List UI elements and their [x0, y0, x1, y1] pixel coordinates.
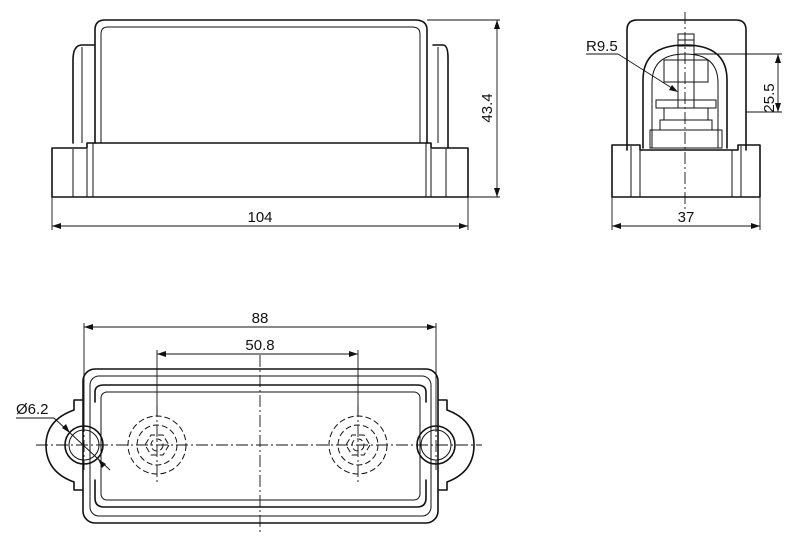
top-view: 88 50.8 Ø6.2: [16, 310, 482, 535]
mount-pitch-label: 88: [252, 310, 269, 327]
side-height-label: 25.5: [761, 83, 778, 112]
side-width-label: 37: [678, 209, 695, 226]
front-height-label: 43.4: [479, 93, 496, 122]
stud-pitch-label: 50.8: [245, 337, 274, 354]
front-view: 43.4 104: [51, 19, 500, 230]
hole-diameter-label: Ø6.2: [16, 401, 49, 418]
side-view: R9.5 25.5 37: [586, 12, 782, 230]
radius-label: R9.5: [586, 38, 618, 55]
front-width-label: 104: [247, 209, 272, 226]
